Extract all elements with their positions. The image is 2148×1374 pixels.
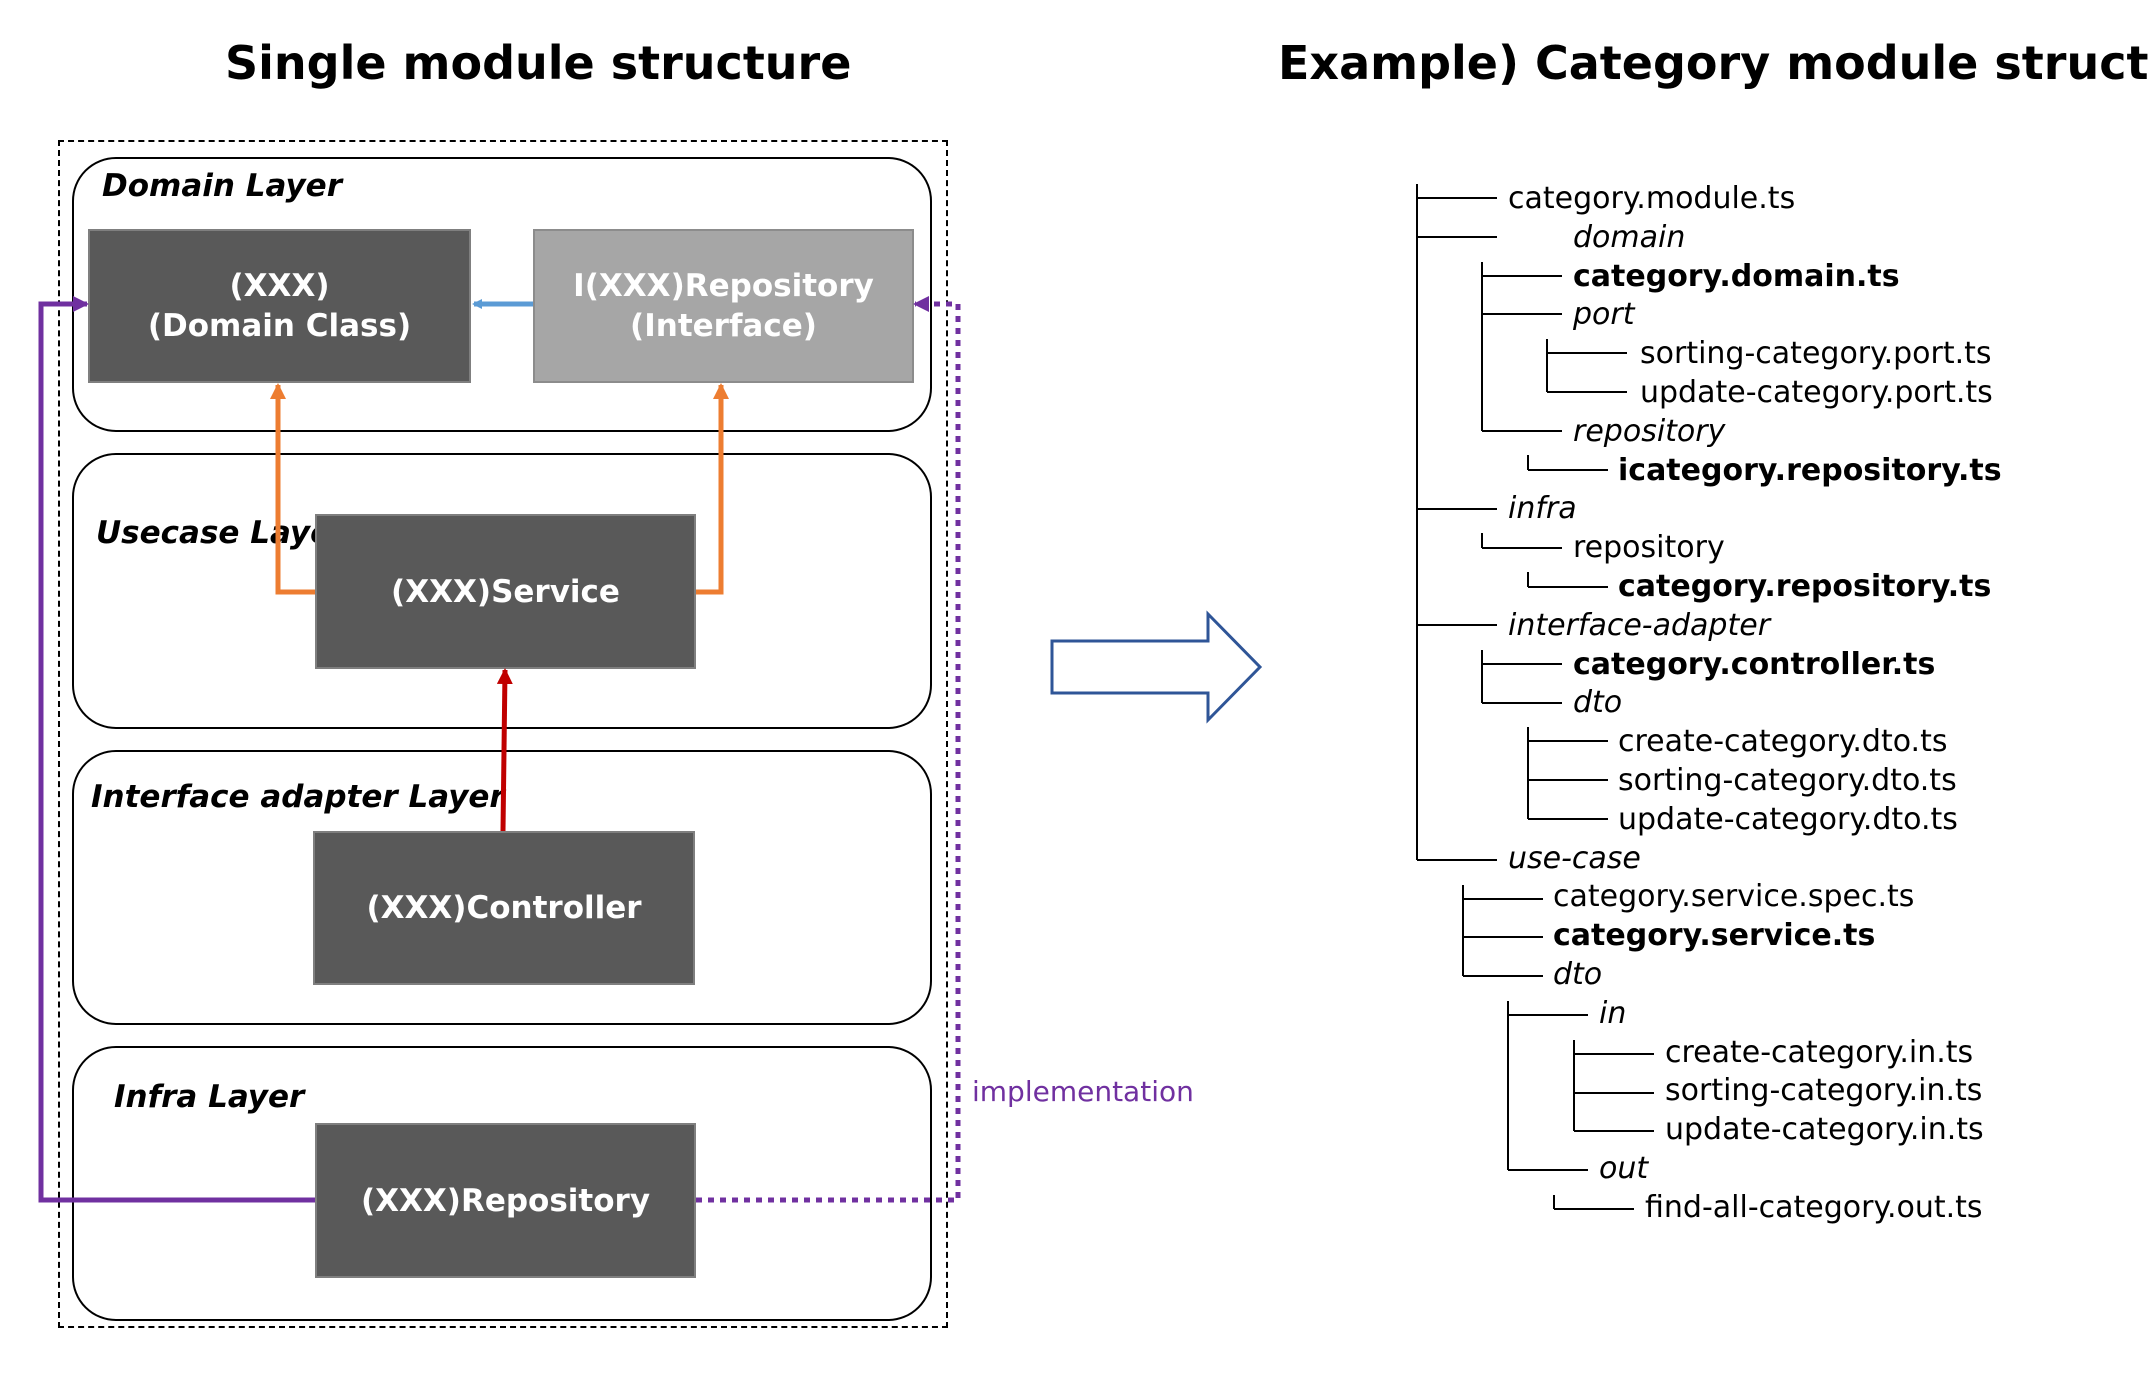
tree-item: update-category.in.ts: [1665, 1112, 1984, 1147]
tree-item: out: [1599, 1151, 1649, 1186]
repository-name: (XXX)Repository: [360, 1182, 651, 1219]
tree-item: interface-adapter: [1508, 608, 1771, 643]
interface-adapter-layer-label: Interface adapter Layer: [91, 779, 505, 815]
domain-class-kind: (Domain Class): [147, 308, 412, 344]
tree-item: domain: [1573, 220, 1686, 255]
controller-name: (XXX)Controller: [366, 890, 642, 926]
tree-item: category.module.ts: [1508, 181, 1796, 216]
transition-arrow: [1050, 610, 1263, 724]
tree-item: infra: [1508, 491, 1577, 526]
tree-item: update-category.dto.ts: [1618, 802, 1958, 837]
domain-class-node: (XXX) (Domain Class): [88, 229, 471, 383]
tree-item: find-all-category.out.ts: [1645, 1190, 1983, 1225]
tree-item: sorting-category.port.ts: [1640, 336, 1992, 371]
tree-item: category.domain.ts: [1573, 259, 1900, 294]
implementation-label: implementation: [972, 1075, 1194, 1108]
repository-node: (XXX)Repository: [315, 1123, 696, 1278]
category-module-title: Example) Category module structure: [1278, 36, 2148, 90]
controller-node: (XXX)Controller: [313, 831, 695, 985]
tree-item: create-category.dto.ts: [1618, 724, 1948, 759]
domain-layer: [72, 157, 932, 432]
tree-item: update-category.port.ts: [1640, 375, 1993, 410]
tree-item: repository: [1573, 530, 1725, 565]
infra-layer-label: Infra Layer: [114, 1079, 305, 1115]
tree-item: category.service.ts: [1553, 918, 1876, 953]
repository-interface-node: I(XXX)Repository (Interface): [533, 229, 914, 383]
domain-class-name: (XXX): [229, 268, 330, 304]
single-module-title: Single module structure: [225, 36, 852, 90]
tree-item: create-category.in.ts: [1665, 1035, 1974, 1070]
service-node: (XXX)Service: [315, 514, 696, 669]
tree-item: port: [1573, 297, 1635, 332]
tree-item: in: [1599, 996, 1627, 1031]
tree-item: dto: [1573, 685, 1623, 720]
tree-item: category.repository.ts: [1618, 569, 1992, 604]
tree-item: dto: [1553, 957, 1603, 992]
domain-layer-label: Domain Layer: [102, 168, 342, 204]
tree-item: sorting-category.in.ts: [1665, 1073, 1983, 1108]
service-name: (XXX)Service: [391, 573, 620, 610]
repository-interface-kind: (Interface): [630, 308, 817, 344]
usecase-layer-label: Usecase Layer: [96, 515, 347, 551]
tree-item: use-case: [1508, 841, 1641, 876]
tree-item: category.service.spec.ts: [1553, 879, 1915, 914]
tree-item: category.controller.ts: [1573, 647, 1936, 682]
tree-item: icategory.repository.ts: [1618, 453, 2002, 488]
repository-interface-name: I(XXX)Repository: [573, 268, 874, 304]
tree-item: sorting-category.dto.ts: [1618, 763, 1957, 798]
tree-item: repository: [1573, 414, 1726, 449]
